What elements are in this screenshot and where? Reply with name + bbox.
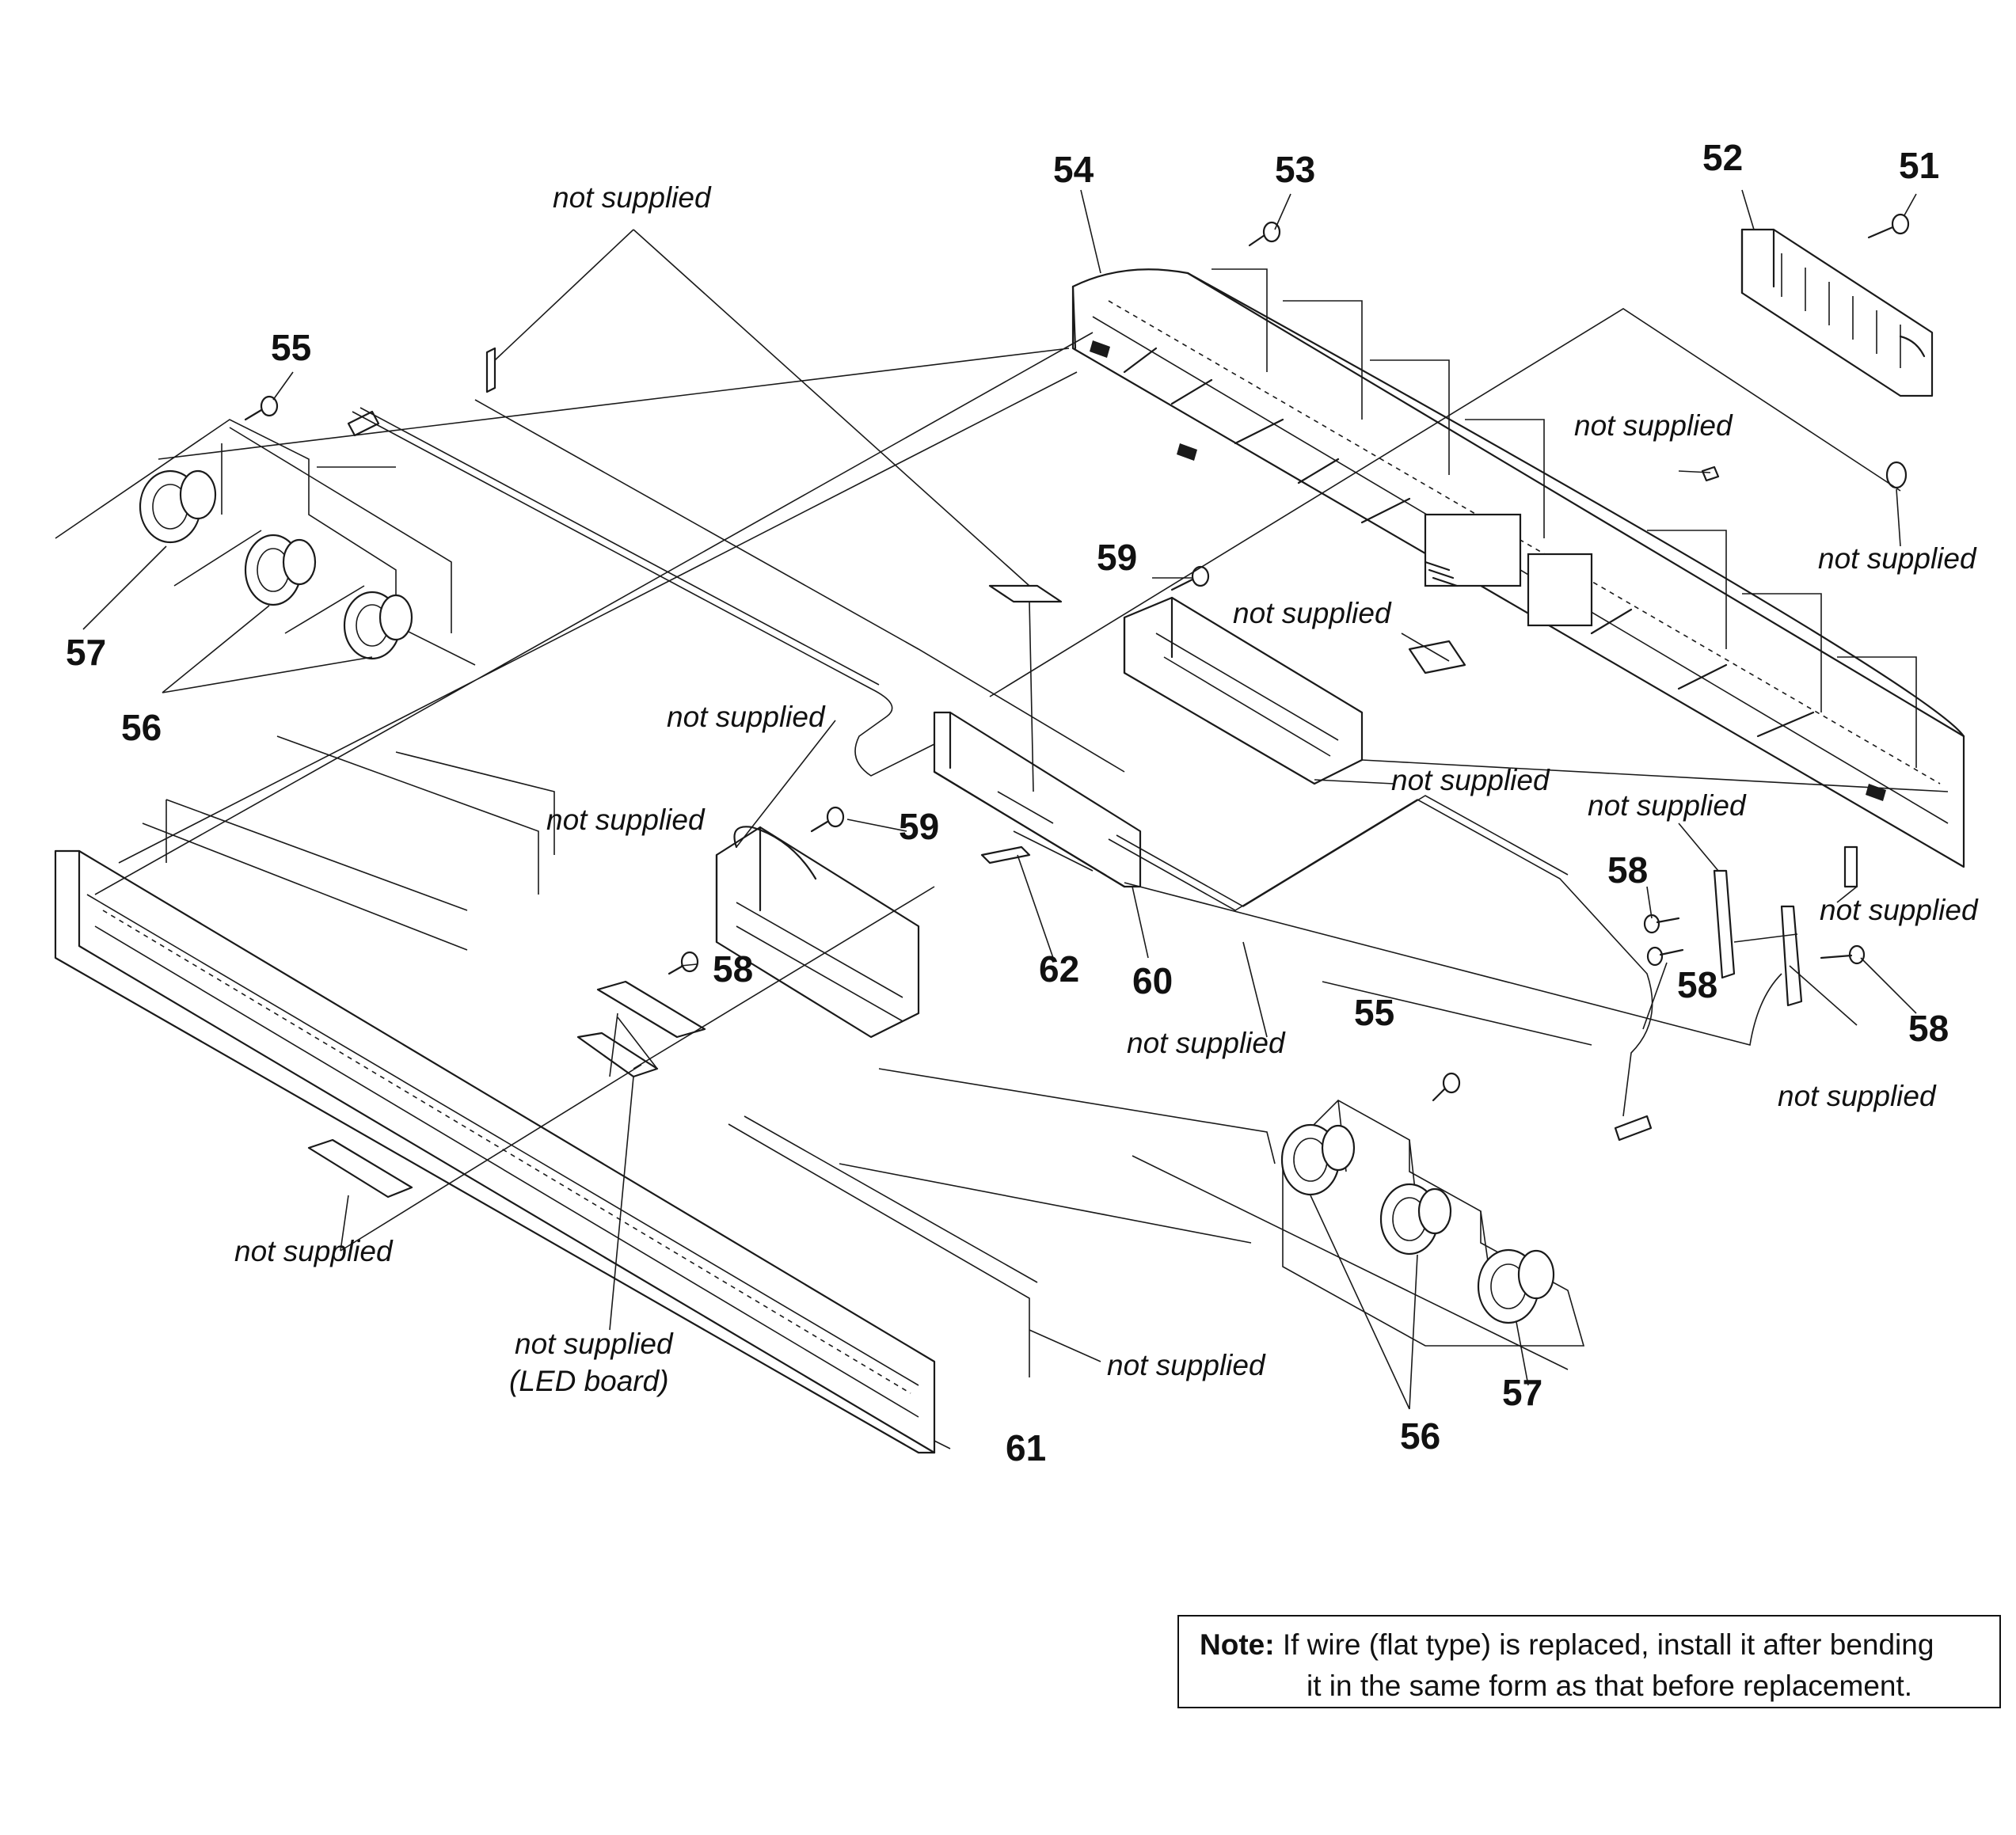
screw-part-58-right-a: [1643, 914, 1680, 934]
small-part-rear-plate: [1843, 845, 1858, 888]
label-not-supplied-wire: not supplied: [1127, 1027, 1286, 1059]
screw-part-59-top: [1170, 565, 1210, 591]
callout-54: 54: [1053, 149, 1094, 190]
callout-55-right: 55: [1354, 992, 1394, 1033]
main-board-part-60: [933, 711, 1142, 888]
callout-59-mid: 59: [899, 806, 939, 847]
label-not-supplied-side-bracket: not supplied: [1588, 789, 1747, 822]
right-speaker-group: [1280, 1100, 1585, 1347]
callout-58-right-a: 58: [1607, 849, 1648, 891]
chassis-bracket: [715, 826, 920, 1039]
callout-58-led: 58: [713, 948, 753, 990]
callout-60: 60: [1132, 960, 1173, 1001]
callout-53: 53: [1275, 149, 1315, 190]
callout-51: 51: [1899, 145, 1939, 186]
label-not-supplied-circuit: not supplied: [1391, 764, 1550, 796]
led-board: [576, 980, 706, 1078]
note-line-2: it in the same form as that before repla…: [1307, 1670, 1913, 1702]
left-woofer-part-56-b: [343, 591, 413, 660]
callout-58-right-b: 58: [1677, 964, 1717, 1005]
label-not-supplied-bottom-left: not supplied: [234, 1235, 394, 1267]
screw-part-58-right-b: [1646, 946, 1684, 967]
screw-part-58-led: [668, 951, 699, 975]
label-not-supplied-rear-mid: not supplied: [1574, 409, 1733, 442]
bottom-bracket-part: [307, 1138, 413, 1199]
callout-57-left: 57: [66, 632, 106, 673]
label-led-board: (LED board): [509, 1365, 669, 1397]
label-not-supplied-led: not supplied: [515, 1328, 674, 1360]
callout-62: 62: [1039, 948, 1079, 990]
callout-55-left: 55: [271, 327, 311, 368]
screw-part-55-left: [244, 395, 279, 421]
callout-52: 52: [1702, 137, 1743, 178]
leader-lines: [82, 189, 1917, 1449]
note-label: Note:: [1200, 1628, 1275, 1661]
replacement-note: Note: If wire (flat type) is replaced, i…: [1177, 1615, 2001, 1708]
label-not-supplied-bracket-top: not supplied: [667, 701, 826, 733]
screw-part-59-left: [810, 806, 845, 833]
label-not-supplied-bottom-wire: not supplied: [1107, 1349, 1266, 1381]
label-not-supplied-rear-plate: not supplied: [1820, 894, 1979, 926]
small-part-tab: [485, 347, 496, 393]
screw-part-58-right-c: [1820, 944, 1866, 965]
label-not-supplied-foam: not supplied: [1233, 597, 1392, 629]
screw-part-55-right: [1432, 1072, 1461, 1102]
flat-wire-part-62: [980, 584, 1063, 864]
left-speaker-group: [55, 419, 476, 666]
label-not-supplied-rear-right: not supplied: [1818, 542, 1977, 575]
label-not-supplied-side-lower: not supplied: [1778, 1080, 1937, 1112]
rear-cabinet-part-54: [1071, 268, 1965, 868]
not-supplied-labels: not supplied not supplied not supplied n…: [234, 181, 1979, 1397]
callout-57-right: 57: [1502, 1372, 1542, 1413]
left-woofer-part-56-a: [244, 534, 317, 606]
side-bracket-part: [1713, 869, 1803, 1007]
rear-bracket-part-52: [1740, 228, 1934, 397]
left-tweeter-part-57: [139, 469, 217, 544]
label-not-supplied-top: not supplied: [553, 181, 712, 214]
right-tweeter-part-57: [1477, 1248, 1555, 1324]
screw-part-53: [1248, 221, 1281, 247]
note-line-1: If wire (flat type) is replaced, install…: [1282, 1628, 1934, 1661]
callout-61: 61: [1006, 1427, 1046, 1468]
screw-part-51: [1867, 213, 1910, 239]
callout-numbers: 51 52 53 54 55 57 56 59 59 58 62 60 55 5…: [66, 137, 1949, 1468]
small-part-clip: [1701, 465, 1720, 482]
front-panel-part-61: [54, 849, 936, 1454]
small-part-foam: [1408, 640, 1466, 674]
right-woofer-part-56-a: [1280, 1123, 1356, 1196]
callout-59-top: 59: [1097, 537, 1137, 578]
right-woofer-part-56-b: [1379, 1183, 1452, 1256]
wiring: [94, 308, 1949, 1377]
callout-56-left: 56: [121, 707, 162, 748]
label-not-supplied-bracket-left: not supplied: [546, 804, 706, 836]
callout-58-right-c: 58: [1908, 1008, 1949, 1049]
callout-56-right: 56: [1400, 1415, 1440, 1457]
